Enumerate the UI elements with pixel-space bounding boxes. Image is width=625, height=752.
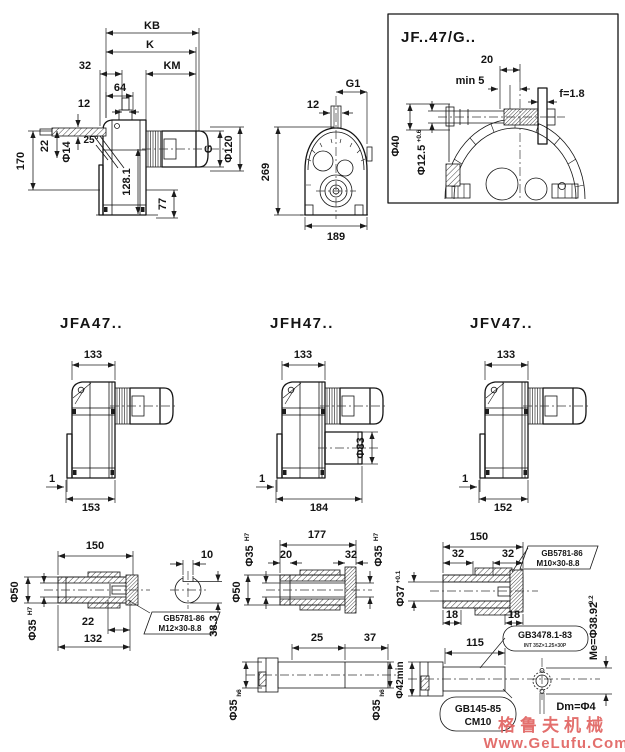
watermark-name: 格鲁夫机械 — [498, 715, 608, 735]
dim-12-front: 12 — [307, 99, 319, 111]
dim-phi35-mid-left: Φ35 — [244, 545, 256, 566]
bolt-spec-right: M10×30-8.8 — [537, 559, 580, 568]
dim-phi50-left: Φ50 — [9, 581, 21, 602]
dim-37: 37 — [364, 632, 376, 644]
dim-phi125-tol: +0.6 — [416, 129, 423, 142]
dim-25: 25 — [311, 632, 323, 644]
dim-km: KM — [163, 60, 180, 72]
dim-phi120: Φ120 — [223, 135, 235, 162]
dim-g1: G1 — [346, 78, 361, 90]
front-view: G1 12 269 189 — [260, 78, 373, 243]
jfv-dim-1: 1 — [462, 473, 468, 485]
dim-phi35-left-tol: H7 — [27, 606, 34, 615]
dim-22-shaft: 22 — [82, 616, 94, 628]
center-hole-spec: CM10 — [465, 717, 492, 728]
dim-phi35-left: Φ35 — [27, 619, 39, 640]
detail-box: JF..47/G.. 20 min 5 f=1.8 Φ40 Φ12.5 +0.6 — [387, 13, 619, 204]
right-shaft-detail: 150 32 32 Φ37 +0.1 18 18 GB5781-86 M10×3… — [395, 531, 612, 732]
watermark: 格鲁夫机械 Www.GeLufu.Com — [483, 715, 625, 752]
dim-18a: 18 — [446, 609, 458, 621]
jfv-dim-133: 133 — [497, 349, 515, 361]
dim-10-key: 10 — [201, 549, 213, 561]
dim-32b: 32 — [502, 548, 514, 560]
jfa-dim-133: 133 — [84, 349, 102, 361]
mid-shaft-detail: 177 20 32 Φ35 H7 Φ35 H7 Φ50 25 37 Φ35 h6… — [228, 529, 396, 721]
dim-phi35h6-left: Φ35 — [228, 699, 240, 720]
dim-32a: 32 — [452, 548, 464, 560]
bolt-standard-left: GB5781-86 — [163, 614, 205, 623]
dim-150-right: 150 — [470, 531, 488, 543]
dim-115: 115 — [466, 637, 484, 649]
dim-phi35h6-right-tol: h6 — [379, 689, 386, 697]
dim-phi35-mid-right-tol: H7 — [373, 532, 380, 541]
dim-phi42min: Φ42min — [395, 661, 406, 698]
dim-20: 20 — [481, 54, 493, 66]
dim-me: Me=Φ38.92 — [588, 602, 600, 660]
dim-20-mid: 20 — [280, 549, 292, 561]
spline-standard: GB3478.1-83 — [518, 630, 572, 640]
dim-32: 32 — [79, 60, 91, 72]
jfh-dim-1: 1 — [259, 473, 265, 485]
dim-phi14: Φ14 — [61, 140, 73, 162]
dim-phi50-mid: Φ50 — [231, 581, 243, 602]
dim-18b: 18 — [508, 609, 520, 621]
dim-32-mid: 32 — [345, 549, 357, 561]
variant-jfh: JFH47.. Φ83 133 1 184 — [256, 315, 389, 514]
dim-phi35-mid-right: Φ35 — [373, 545, 385, 566]
dim-dm-phi4: Dm=Φ4 — [556, 701, 596, 713]
jfh-dim-133: 133 — [294, 349, 312, 361]
jfv-dim-152: 152 — [494, 502, 512, 514]
variant-jfa: JFA47.. 133 1 153 — [46, 315, 179, 514]
dim-128: 128.1 — [121, 168, 133, 196]
dim-150-left: 150 — [86, 540, 104, 552]
dim-177: 177 — [308, 529, 326, 541]
dim-77: 77 — [157, 198, 169, 210]
dim-phi35-mid-left-tol: H7 — [244, 532, 251, 541]
dim-min5: min 5 — [456, 75, 485, 87]
dim-phi37: Φ37 — [395, 585, 407, 606]
jfh-dim-phi83: Φ83 — [355, 437, 367, 458]
jfh-dim-184: 184 — [310, 502, 329, 514]
jfa-dim-1: 1 — [49, 473, 55, 485]
bolt-standard-right: GB5781-86 — [541, 549, 583, 558]
dim-f18: f=1.8 — [559, 88, 584, 100]
watermark-url: Www.GeLufu.Com — [483, 735, 625, 752]
dim-me-tol: -0.2 — [588, 595, 595, 607]
center-hole-standard: GB145-85 — [455, 704, 502, 715]
dim-kb: KB — [144, 20, 160, 32]
dim-phi35h6-left-tol: h6 — [236, 689, 243, 697]
dim-269: 269 — [260, 163, 272, 181]
dim-phi35h6-right: Φ35 — [371, 699, 383, 720]
jfa-dim-153: 153 — [82, 502, 100, 514]
jfa-title: JFA47.. — [60, 315, 123, 332]
dim-38-3: 38.3 — [208, 615, 220, 636]
dim-64: 64 — [114, 82, 127, 94]
dim-angle-25: 25° — [83, 135, 98, 146]
jfh-title: JFH47.. — [270, 315, 334, 332]
dim-170: 170 — [15, 152, 27, 170]
variant-jfv: JFV47.. 133 1 152 — [459, 315, 592, 514]
dim-phi125: Φ12.5 — [416, 145, 428, 175]
dim-phi40: Φ40 — [390, 135, 402, 156]
dim-12: 12 — [78, 98, 90, 110]
dim-phi37-tol: +0.1 — [395, 570, 402, 583]
dim-g: G — [203, 145, 215, 154]
hollow-shaft-detail: 150 Φ50 Φ35 H7 22 132 10 38.3 GB5781-86 … — [9, 540, 222, 651]
jfv-title: JFV47.. — [470, 315, 533, 332]
dim-132: 132 — [84, 633, 102, 645]
dim-k: K — [146, 39, 154, 51]
dim-189: 189 — [327, 231, 345, 243]
bolt-spec-left: M12×30-8.8 — [159, 624, 202, 633]
spline-spec: INT 35Z×1.25×30P — [524, 643, 567, 649]
detail-title: JF..47/G.. — [401, 29, 476, 46]
side-view: KB K KM 32 64 12 25° 170 22 Φ14 128.1 77… — [15, 20, 244, 219]
dim-22: 22 — [39, 140, 51, 152]
